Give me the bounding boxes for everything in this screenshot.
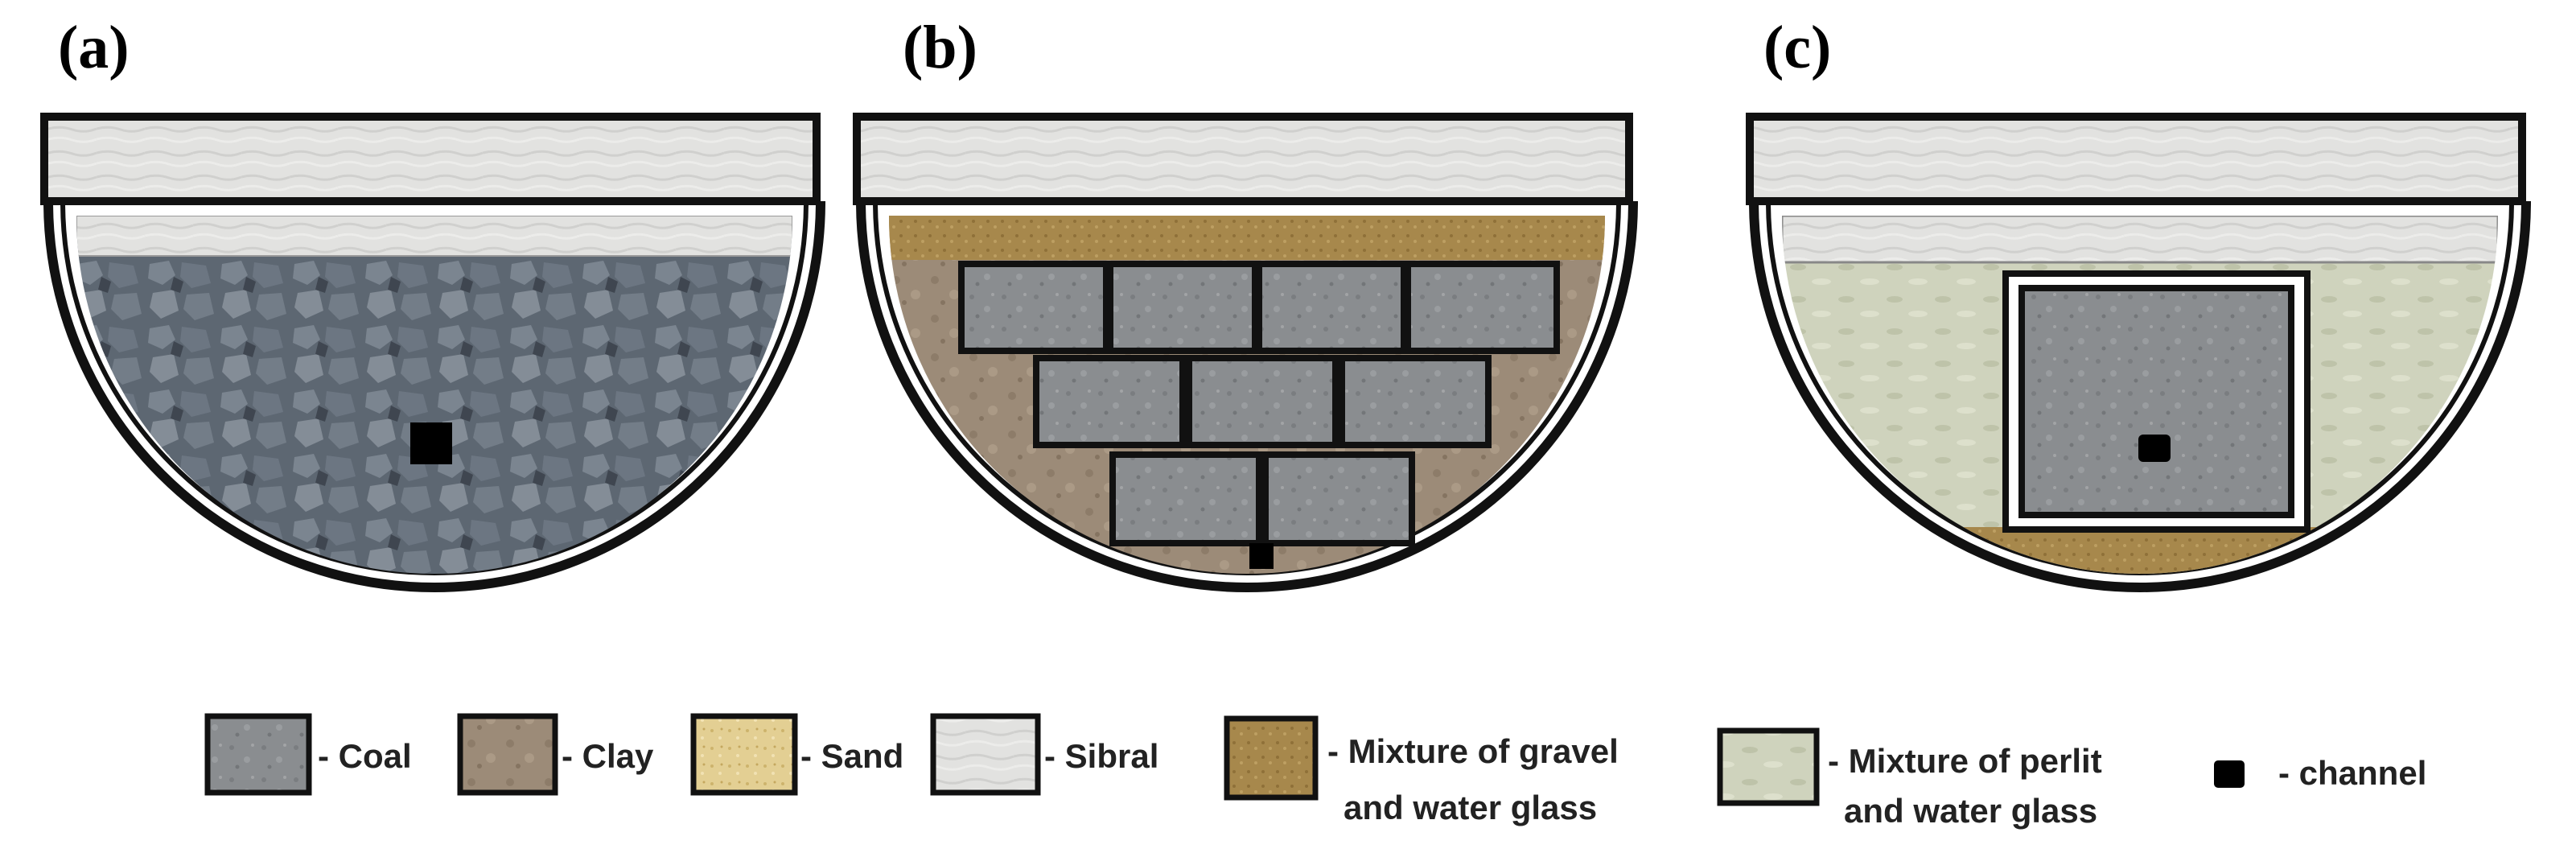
legend-item-sand: - Sand <box>690 713 903 796</box>
outer-shell <box>856 200 1638 592</box>
panel-c <box>1746 113 2531 592</box>
outer-shell <box>1749 200 2531 592</box>
legend-swatch-perlit <box>1717 727 1820 806</box>
legend: - Coal - Clay - Sand - Sibral - Mixture … <box>204 713 2426 830</box>
coal-rock-fill <box>76 216 792 574</box>
channel <box>410 422 452 464</box>
legend-swatch-clay <box>457 713 558 796</box>
coal-block <box>1033 355 1186 448</box>
coal-block <box>1339 355 1492 448</box>
legend-label-perlit-line1: - Mixture of perlit <box>1828 742 2102 780</box>
coal-block <box>1186 355 1339 448</box>
panel-label-b: (b) <box>903 14 977 81</box>
legend-label-perlit-line2: and water glass <box>1844 792 2097 830</box>
legend-swatch-gravel <box>1224 715 1319 801</box>
coal-block-large <box>2018 285 2294 518</box>
panel-b <box>853 113 1638 592</box>
legend-swatch-coal <box>204 713 312 796</box>
coal-block <box>1405 261 1560 354</box>
legend-label-gravel-line2: and water glass <box>1344 789 1597 826</box>
sibral-top-slab <box>1746 113 2526 205</box>
legend-label-coal: - Coal <box>318 737 412 775</box>
sibral-layer <box>76 216 792 257</box>
coal-block <box>1256 261 1407 354</box>
panel-label-a: (a) <box>58 14 130 81</box>
legend-label-sand: - Sand <box>800 737 903 775</box>
coal-blocks <box>958 261 1560 546</box>
coal-block <box>1107 261 1258 354</box>
sibral-top-slab <box>40 113 821 205</box>
gravel-layer <box>889 216 1605 260</box>
legend-label-gravel-line1: - Mixture of gravel <box>1327 732 1619 770</box>
legend-label-sibral: - Sibral <box>1044 737 1158 775</box>
channel <box>1249 543 1274 569</box>
legend-item-perlit: - Mixture of perlit and water glass <box>1717 727 2102 830</box>
channel <box>2138 435 2171 462</box>
legend-item-clay: - Clay <box>457 713 654 796</box>
legend-label-channel: - channel <box>2278 754 2426 792</box>
outer-shell <box>43 200 825 592</box>
sibral-layer <box>1782 216 2498 264</box>
panel-label-c: (c) <box>1763 14 1831 81</box>
legend-swatch-sibral <box>930 713 1041 796</box>
coal-block <box>958 261 1109 354</box>
coal-block <box>1109 451 1262 546</box>
legend-label-clay: - Clay <box>562 737 654 775</box>
coal-block <box>1262 451 1415 546</box>
legend-item-coal: - Coal <box>204 713 412 796</box>
gravel-bottom-layer <box>1782 527 2498 574</box>
legend-item-sibral: - Sibral <box>930 713 1158 796</box>
legend-item-gravel: - Mixture of gravel and water glass <box>1224 715 1619 826</box>
legend-swatch-sand <box>690 713 798 796</box>
panel-a <box>40 113 825 592</box>
legend-item-channel: - channel <box>2214 754 2426 792</box>
legend-swatch-channel <box>2214 760 2245 788</box>
sibral-top-slab <box>853 113 1633 205</box>
